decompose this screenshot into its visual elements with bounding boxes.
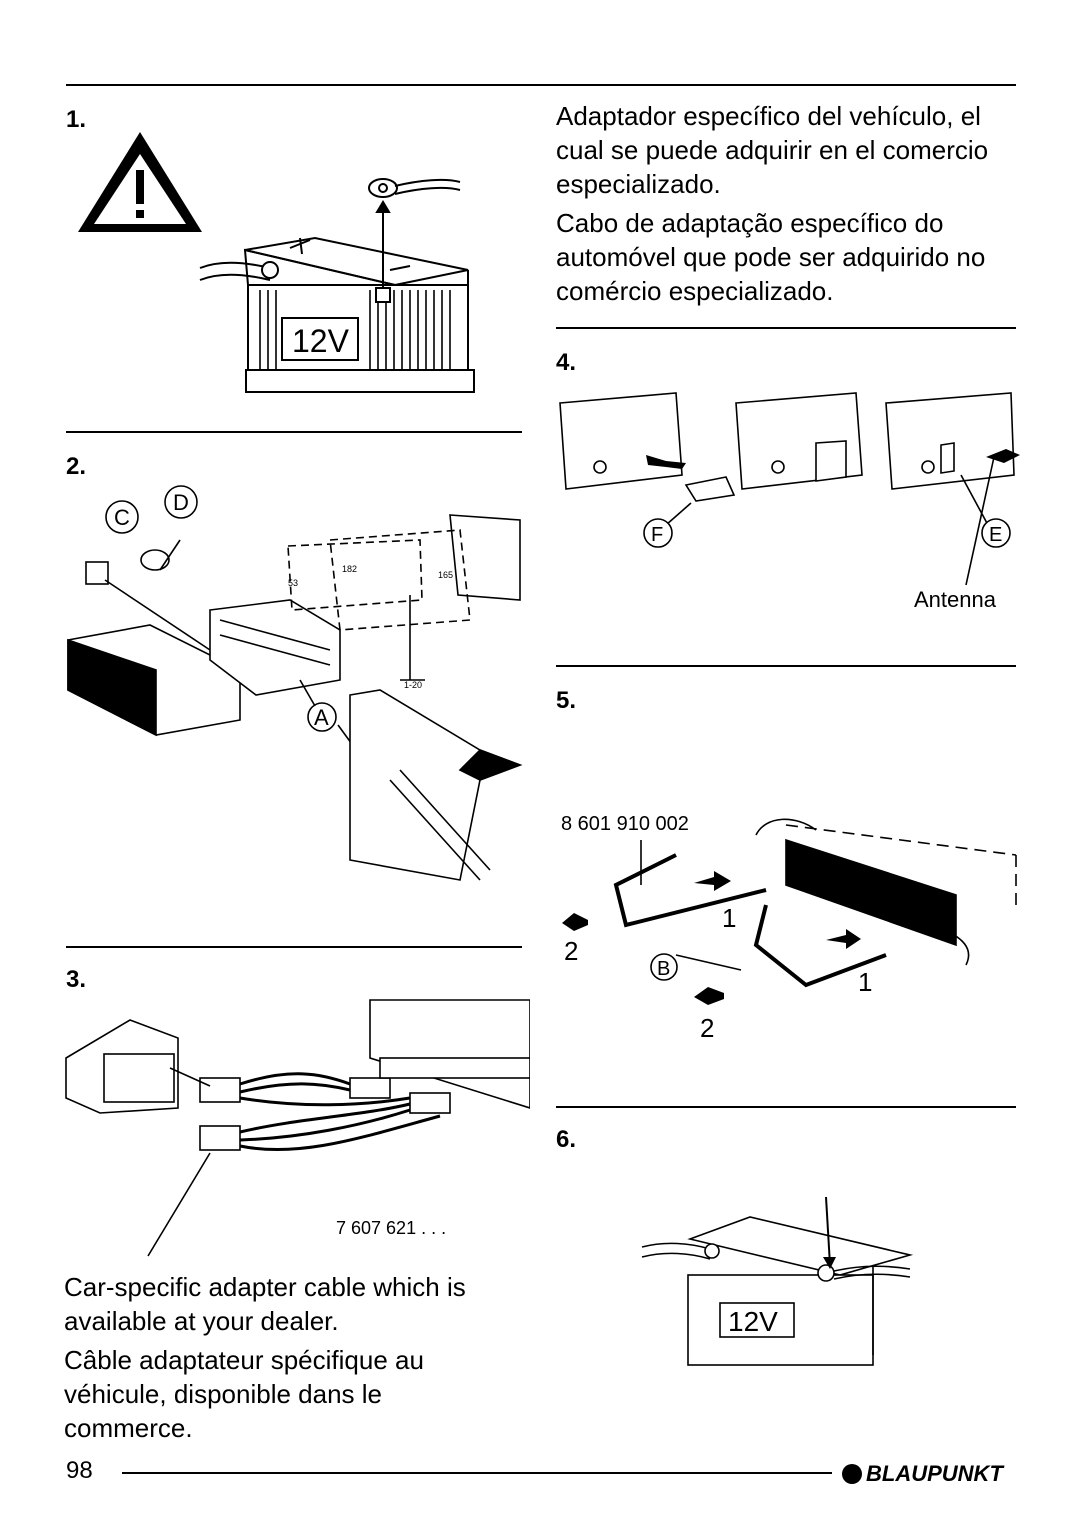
english-description: Car-specific adapter cable which is avai… <box>64 1272 466 1336</box>
label-a: A <box>314 705 329 730</box>
rule-4 <box>556 327 1016 329</box>
label-c: C <box>114 505 130 530</box>
arrow-2a-label: 2 <box>564 936 578 966</box>
spanish-description: Adaptador específico del vehículo, el cu… <box>556 101 989 199</box>
battery-voltage-label: 12V <box>292 323 350 359</box>
top-rule <box>66 84 1016 86</box>
step-1-number: 1. <box>66 106 87 133</box>
dim-120: 1-20 <box>404 680 422 690</box>
step-5-number: 5. <box>556 687 577 714</box>
arrow-2b-icon <box>694 987 724 1005</box>
step-6-number: 6. <box>556 1126 577 1153</box>
french-description: Câble adaptateur spécifique au véhicule,… <box>64 1345 424 1443</box>
step-2-number: 2. <box>66 453 87 480</box>
arrow-2b-label: 2 <box>700 1013 714 1043</box>
rule-5 <box>556 665 1016 667</box>
antenna-label: Antenna <box>914 587 997 612</box>
step-3-number: 3. <box>66 966 87 993</box>
step-2-mounting-figure: C D A 182 53 165 1-20 <box>67 485 523 881</box>
arrow-1b-icon <box>826 929 861 949</box>
step-5-removal-figure: 8 601 910 002 B 1 1 2 2 <box>561 813 1017 1043</box>
dim-53: 53 <box>288 578 298 588</box>
step-4-number: 4. <box>556 349 577 376</box>
arrow-down-icon <box>823 1257 836 1269</box>
brand-dot-icon <box>842 1464 862 1484</box>
screw-c-icon <box>85 561 109 585</box>
arrow-e-icon <box>986 449 1020 463</box>
battery-icon <box>641 1196 914 1366</box>
page-number: 98 <box>66 1457 93 1484</box>
part-number-keys: 8 601 910 002 <box>561 813 689 835</box>
rule-3 <box>66 946 522 948</box>
step-6-battery-figure: 12V <box>641 1196 914 1366</box>
label-f: F <box>651 524 663 546</box>
battery-icon <box>199 178 475 393</box>
step-1-battery-figure: 12V <box>78 132 475 393</box>
battery-voltage-label-2: 12V <box>728 1306 778 1337</box>
footer-rule <box>122 1472 832 1474</box>
step-4-antenna-figure: F E Antenna <box>559 392 1020 612</box>
label-b: B <box>657 958 670 980</box>
warning-icon <box>78 132 202 232</box>
dim-182: 182 <box>342 564 357 574</box>
arrow-1b-label: 1 <box>858 967 872 997</box>
brand-name: BLAUPUNKT <box>866 1461 1003 1486</box>
brand-logo: BLAUPUNKT <box>842 1459 1003 1489</box>
arrow-2a-icon <box>562 913 588 931</box>
arrow-1a-icon <box>694 871 731 891</box>
label-d: D <box>173 490 189 515</box>
bolt-d-icon <box>140 549 170 571</box>
step-3-cable-figure: 7 607 621 . . . <box>65 999 530 1257</box>
rule-6 <box>556 1106 1016 1108</box>
rule-2 <box>66 431 522 433</box>
part-number-cable: 7 607 621 . . . <box>336 1218 446 1238</box>
dim-165: 165 <box>438 570 453 580</box>
portuguese-description: Cabo de adaptação específico do automóve… <box>556 208 986 306</box>
label-e: E <box>989 524 1002 546</box>
arrow-1a-label: 1 <box>722 903 736 933</box>
arrow-f-icon <box>646 455 686 469</box>
